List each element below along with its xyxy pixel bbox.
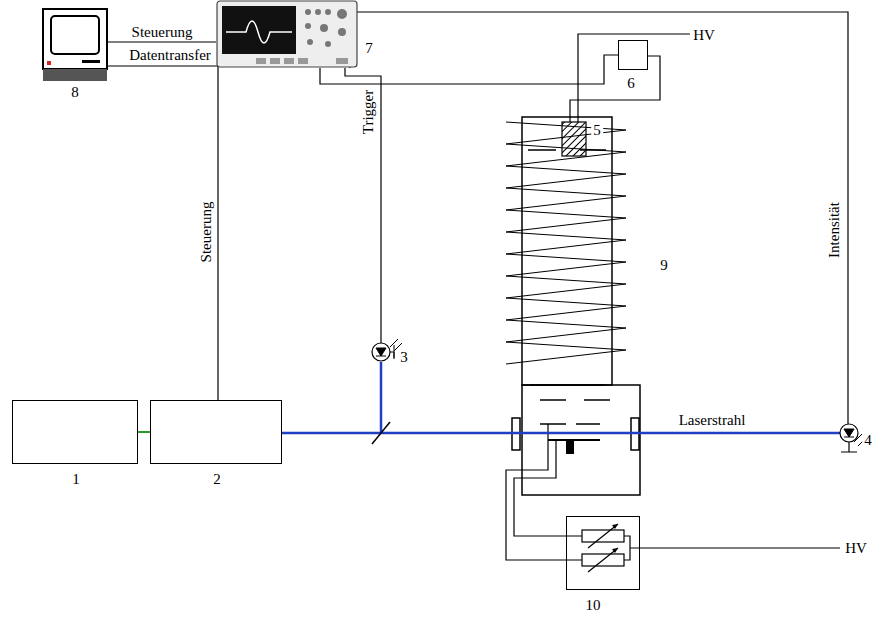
callout-number: 4 — [862, 432, 874, 449]
connector-line — [108, 66, 218, 400]
connector-line — [108, 42, 216, 43]
laser-box: 1 — [12, 400, 138, 464]
beam-label: Laserstrahl — [677, 412, 748, 429]
computer-icon — [42, 8, 108, 82]
intensity-wire — [350, 12, 848, 424]
callout-number: 5 — [591, 122, 603, 139]
callout-number: 3 — [398, 349, 410, 366]
callout-number: 9 — [658, 257, 670, 274]
computer: 8 — [42, 8, 108, 82]
callout-number: 10 — [584, 597, 603, 614]
signal-name: Steuerung — [130, 24, 195, 41]
beam-splitter — [372, 422, 390, 444]
supply-label: HV — [843, 540, 869, 557]
electronics-box: 6 — [618, 40, 648, 70]
callout-number: 2 — [211, 471, 223, 488]
callout-number: 7 — [363, 40, 375, 57]
oscilloscope: 7 — [216, 0, 358, 68]
signal-name: Steuerung — [198, 200, 215, 265]
hv-wire — [578, 34, 690, 122]
laser-beam — [282, 432, 840, 435]
laser-box: 2 — [150, 400, 282, 464]
detector — [562, 122, 586, 156]
connector-line — [138, 432, 150, 433]
callout-number: 6 — [625, 75, 637, 92]
trigger-wire — [345, 68, 381, 343]
photodiode — [372, 343, 390, 361]
supply-label: HV — [691, 27, 717, 44]
callout-number: 1 — [70, 471, 82, 488]
connector-line — [320, 55, 618, 84]
signal-name: Trigger — [360, 88, 377, 136]
voltage-divider-box: 10 — [566, 516, 640, 590]
photodiode — [840, 424, 858, 442]
signal-name: Intensität — [826, 200, 843, 260]
coil-winding — [506, 122, 626, 364]
callout-number: 8 — [69, 84, 81, 101]
oscilloscope-icon — [216, 0, 358, 68]
signal-name: Datentransfer — [127, 47, 213, 64]
